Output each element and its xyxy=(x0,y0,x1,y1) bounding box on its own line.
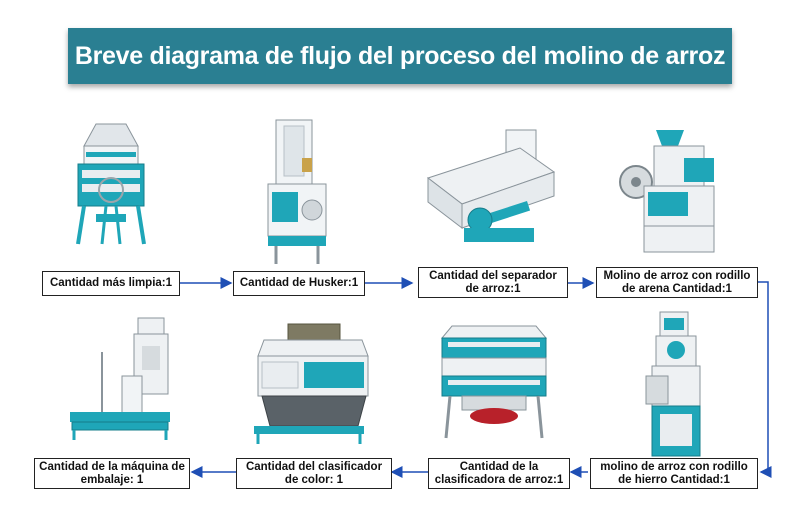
color-sorter-icon xyxy=(254,323,369,444)
step-label-iron-roller-mill: molino de arroz con rodillo de hierro Ca… xyxy=(590,458,758,489)
title-banner: Breve diagrama de flujo del proceso del … xyxy=(68,28,732,84)
diagram-title: Breve diagrama de flujo del proceso del … xyxy=(74,41,726,70)
step-label-sand-roller-mill: Molino de arroz con rodillo de arena Can… xyxy=(596,267,758,298)
step-label-husker: Cantidad de Husker:1 xyxy=(233,271,365,296)
step-label-packing-machine: Cantidad de la máquina de embalaje: 1 xyxy=(34,458,190,489)
step-label-paddy-separator: Cantidad del separador de arroz:1 xyxy=(418,267,568,298)
step-label-rice-grader: Cantidad de la clasificadora de arroz:1 xyxy=(428,458,570,489)
cleaner-machine-icon xyxy=(76,123,146,245)
husker-machine-icon xyxy=(267,119,327,264)
arrow-4-5 xyxy=(757,281,772,478)
paddy-separator-icon xyxy=(426,129,556,242)
iron-roller-mill-icon xyxy=(645,311,701,457)
rice-grader-icon xyxy=(440,325,548,439)
sand-roller-mill-icon xyxy=(619,130,715,253)
packing-machine-icon xyxy=(70,317,170,440)
step-label-cleaner: Cantidad más limpia:1 xyxy=(42,271,180,296)
step-label-color-sorter: Cantidad del clasificador de color: 1 xyxy=(236,458,392,489)
